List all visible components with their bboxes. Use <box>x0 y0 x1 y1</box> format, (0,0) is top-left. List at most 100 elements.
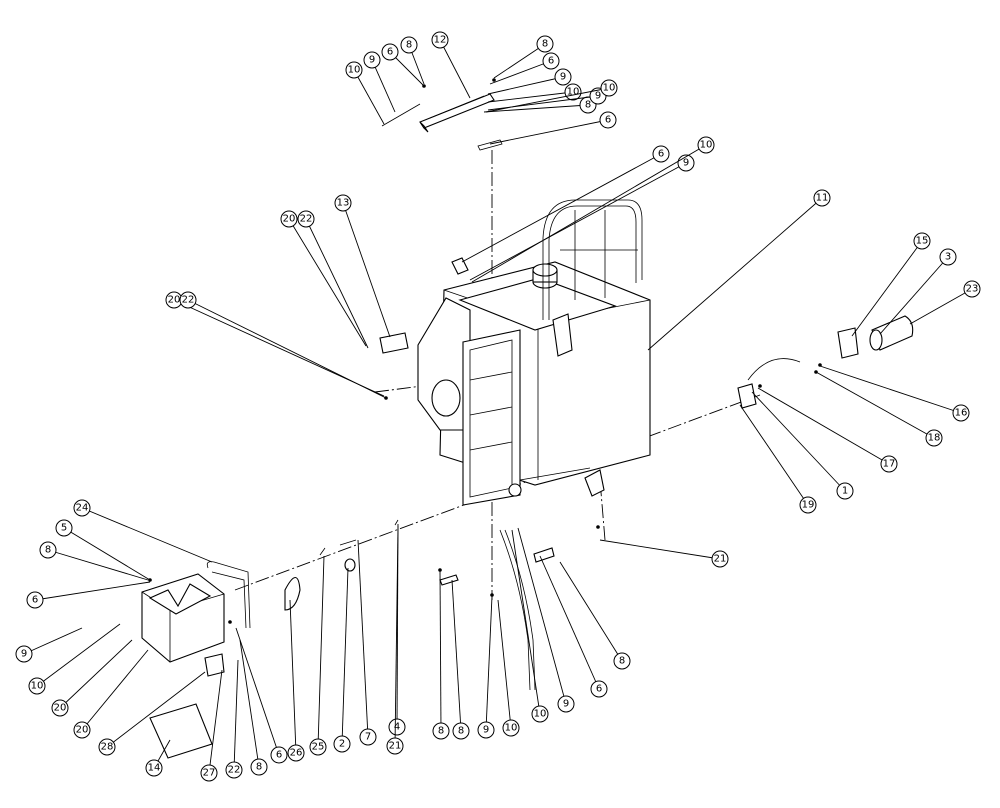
callout-bubble <box>309 738 327 756</box>
part-number-label: 10 <box>567 87 580 98</box>
latch-part <box>204 653 225 677</box>
part-number-label: 20 <box>54 703 67 714</box>
callout-leader-line <box>342 202 391 338</box>
callout-bubble <box>799 496 817 514</box>
part-number-label: 8 <box>542 39 548 50</box>
callout-bubble <box>554 68 572 86</box>
callout-leader-line <box>461 153 662 263</box>
callout-bubble <box>381 43 399 61</box>
callout-bubble <box>813 189 831 207</box>
callout-leader-line <box>47 549 149 581</box>
part-number-label: 12 <box>434 35 447 46</box>
part-number-label: 8 <box>45 545 51 556</box>
callout-leader-line <box>239 639 260 768</box>
callout-leader-line <box>106 671 206 748</box>
callout-leader-line <box>341 567 349 745</box>
callout-bubble <box>270 746 288 764</box>
callout-leader-line <box>819 365 962 414</box>
callout-leader-line <box>559 561 623 662</box>
decal-part <box>379 332 409 354</box>
part-number-label: 9 <box>595 91 601 102</box>
part-number-label: 8 <box>458 726 464 737</box>
callout-bubble <box>963 280 981 298</box>
part-number-label: 6 <box>32 595 38 606</box>
callout-leader-line <box>353 69 385 125</box>
callout-leader-line <box>233 659 239 771</box>
callout-leader-line <box>23 627 83 655</box>
part-number-label: 19 <box>802 500 815 511</box>
callout-bubble <box>145 759 163 777</box>
callout-leader-line <box>81 649 149 731</box>
part-number-label: 13 <box>337 198 350 209</box>
part-number-label: 9 <box>560 72 566 83</box>
part-number-label: 6 <box>276 750 282 761</box>
part-number-label: 4 <box>394 722 400 733</box>
spring-part <box>533 547 555 563</box>
callout-bubble <box>542 52 560 70</box>
callout-bubble <box>179 291 197 309</box>
callout-leader-line <box>59 639 133 709</box>
callout-bubble <box>590 680 608 698</box>
callout-leader-line <box>489 60 552 85</box>
part-number-label: 10 <box>31 681 44 692</box>
callout-bubble <box>73 721 91 739</box>
callout-leader-line <box>489 119 609 145</box>
callout-leader-line <box>471 144 707 283</box>
callout-leader-line <box>469 162 687 281</box>
callout-leader-line <box>851 240 923 337</box>
callout-bubble <box>280 210 298 228</box>
callout-leader-line <box>493 43 546 79</box>
callout-bubble <box>952 404 970 422</box>
part-number-label: 26 <box>290 748 303 759</box>
callout-leader-line <box>208 669 223 774</box>
part-number-label: 14 <box>148 763 161 774</box>
callout-bubble <box>836 482 854 500</box>
callout-leader-line <box>36 623 121 687</box>
part-number-label: 8 <box>619 656 625 667</box>
callout-leader-line <box>487 91 574 103</box>
callout-bubble <box>297 210 315 228</box>
callout-leader-line <box>599 539 721 560</box>
callout-bubble <box>432 722 450 740</box>
part-number-label: 10 <box>700 140 713 151</box>
part-number-label: 15 <box>916 236 929 247</box>
part-number-label: 2 <box>339 739 345 750</box>
callout-leader-line <box>511 529 541 715</box>
callout-bubble <box>880 455 898 473</box>
callout-leader-line <box>235 627 280 756</box>
callout-leader-line <box>487 76 564 95</box>
part-number-label: 21 <box>389 741 402 752</box>
part-number-label: 8 <box>406 40 412 51</box>
callout-bubble <box>400 36 418 54</box>
part-number-label: 22 <box>182 295 195 306</box>
part-number-label: 27 <box>203 768 216 779</box>
callout-leader-line <box>439 39 471 99</box>
battery-box-part <box>141 561 251 663</box>
diagram-artwork <box>141 78 914 759</box>
part-number-label: 11 <box>816 193 829 204</box>
part-number-label: 10 <box>348 65 361 76</box>
part-number-label: 22 <box>300 214 313 225</box>
callout-leader-line <box>815 371 935 439</box>
callout-bubble <box>431 31 449 49</box>
callout-leader-line <box>485 595 493 731</box>
part-number-label: 9 <box>683 158 689 169</box>
callout-bubble <box>531 705 549 723</box>
callout-bubble <box>913 232 931 250</box>
callout-leader-line <box>371 59 396 113</box>
callout-bubble <box>477 721 495 739</box>
part-number-label: 8 <box>256 762 262 773</box>
callout-leader-line <box>757 387 890 465</box>
part-number-label: 21 <box>714 554 727 565</box>
callout-leader-line <box>647 197 823 351</box>
callout-bubble <box>26 591 44 609</box>
callout-leader-line <box>317 555 325 748</box>
callout-leader-line <box>483 104 589 113</box>
callout-bubble <box>98 738 116 756</box>
hydraulic-tank-part <box>417 199 651 506</box>
part-number-label: 8 <box>438 726 444 737</box>
callout-leader-line <box>34 581 151 601</box>
callout-bubble <box>51 699 69 717</box>
